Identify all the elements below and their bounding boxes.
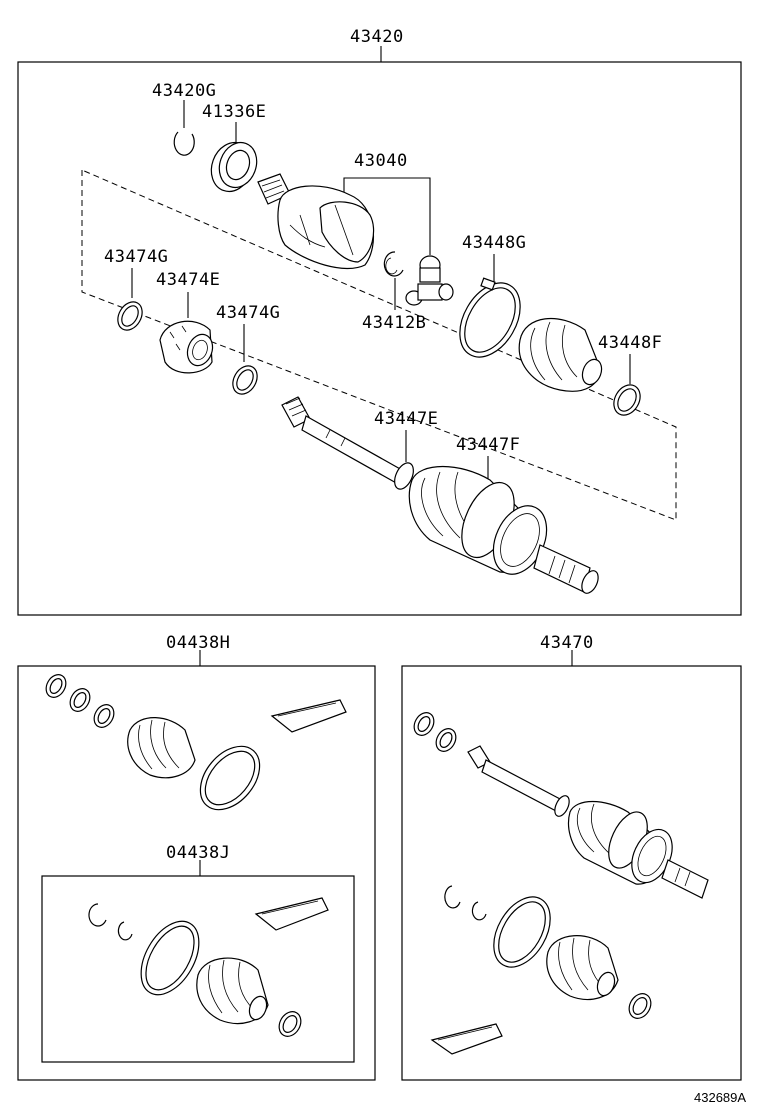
snap-ring-b[interactable]: [383, 251, 404, 277]
inboard-joint-housing[interactable]: [257, 173, 375, 269]
kit-h-grease-pack[interactable]: [270, 699, 347, 733]
label-43412B[interactable]: 43412B: [362, 313, 426, 333]
label-43470[interactable]: 43470: [540, 633, 594, 653]
kit-j-large-clamp[interactable]: [129, 911, 211, 1004]
label-43447E[interactable]: 43447E: [374, 409, 438, 429]
assembly-clamps-top[interactable]: [410, 709, 460, 755]
label-43448F[interactable]: 43448F: [598, 333, 662, 353]
boot-kit-h-box: [17, 665, 376, 1081]
kit-j-small-clamp[interactable]: [275, 1008, 305, 1041]
label-43040[interactable]: 43040: [354, 151, 408, 171]
assembly-drive-shaft[interactable]: [467, 745, 709, 899]
damper-clamp-right[interactable]: [228, 362, 262, 399]
large-boot-clamp[interactable]: [447, 272, 532, 367]
inboard-boot[interactable]: [518, 317, 605, 392]
label-41336E[interactable]: 41336E: [202, 102, 266, 122]
main-assembly-box: [17, 61, 742, 616]
kit-h-clamps[interactable]: [42, 671, 118, 731]
drive-shaft[interactable]: [281, 396, 403, 485]
label-43420[interactable]: 43420: [350, 27, 404, 47]
damper-clamp-left[interactable]: [113, 298, 147, 335]
outboard-cv-joint[interactable]: [408, 465, 601, 596]
kit-j-grease-pack[interactable]: [254, 897, 329, 931]
dynamic-damper[interactable]: [159, 320, 217, 374]
label-43474G-right[interactable]: 43474G: [216, 303, 280, 323]
kit-h-large-clamp[interactable]: [188, 735, 271, 821]
assembly-boot[interactable]: [546, 935, 619, 1001]
label-43474E[interactable]: 43474E: [156, 270, 220, 290]
dust-seal[interactable]: [205, 137, 263, 198]
label-43420G[interactable]: 43420G: [152, 81, 216, 101]
kit-h-boot[interactable]: [127, 717, 196, 779]
outboard-small-clamp[interactable]: [391, 460, 417, 492]
kit-j-snap-rings[interactable]: [88, 903, 133, 941]
label-43474G-left[interactable]: 43474G: [104, 247, 168, 267]
label-04438J[interactable]: 04438J: [166, 843, 230, 863]
label-43448G[interactable]: 43448G: [462, 233, 526, 253]
small-boot-clamp[interactable]: [609, 380, 646, 420]
kit-j-boot[interactable]: [196, 957, 270, 1025]
assembly-small-clamp[interactable]: [625, 990, 655, 1023]
label-43447F[interactable]: 43447F: [456, 435, 520, 455]
assembly-snap-rings[interactable]: [444, 885, 487, 921]
boot-kit-j-box: [41, 875, 355, 1063]
tripod-spider[interactable]: [405, 255, 454, 306]
assembly-large-clamp[interactable]: [482, 887, 562, 977]
snap-ring[interactable]: [173, 131, 195, 156]
label-04438H[interactable]: 04438H: [166, 633, 230, 653]
dashed-group-outline: [81, 169, 677, 521]
assembly-grease-pack[interactable]: [430, 1023, 503, 1055]
reference-code: 432689A: [694, 1090, 746, 1105]
